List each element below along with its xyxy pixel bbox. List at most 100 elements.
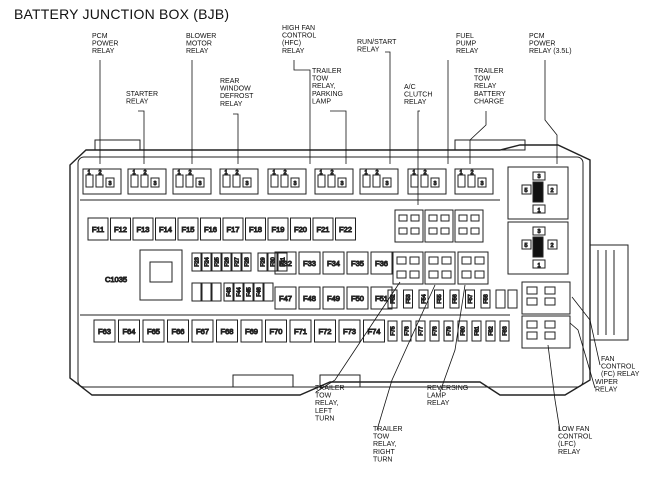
diagram-title: BATTERY JUNCTION BOX (BJB)	[14, 6, 230, 22]
relay-terminal	[532, 204, 546, 214]
fuse-slot	[274, 251, 297, 275]
fuse-label: F51	[375, 294, 388, 303]
fuse-slot	[314, 319, 336, 343]
relay-terminal	[526, 297, 538, 306]
mini-fuse	[223, 282, 234, 302]
fuse-label: F33	[303, 259, 316, 268]
connector-socket	[149, 261, 173, 283]
relay-terminal	[175, 174, 184, 188]
callout-line: FAN	[601, 356, 615, 363]
fuse-label: F52	[391, 294, 397, 303]
fuse-label: F13	[137, 225, 150, 234]
relay-terminal	[290, 177, 300, 188]
relay-pin-label: 2	[550, 243, 553, 249]
relay-terminal	[467, 174, 476, 188]
callout-line: STARTER	[126, 91, 158, 98]
callout-line: MOTOR	[186, 41, 212, 48]
mini-fuse	[415, 320, 426, 342]
relay-terminal	[532, 259, 546, 269]
mini-fuse	[191, 252, 202, 272]
mini-fuse	[418, 289, 429, 309]
relay-terminal	[441, 256, 452, 265]
fuse-slot	[155, 217, 176, 241]
relay-terminal	[372, 174, 381, 188]
relay-terminal	[195, 177, 205, 188]
leader-line	[571, 296, 601, 366]
relay-block	[521, 281, 571, 315]
relay-pin-label: 2	[143, 170, 146, 176]
mini-fuse	[263, 282, 274, 302]
callout-line: CONTROL	[601, 364, 635, 371]
mini-relay	[457, 251, 489, 285]
callout-line: REVERSING	[427, 385, 468, 392]
fuse-slot	[346, 251, 369, 275]
relay-terminal	[526, 286, 538, 295]
relay-pin-label: 3	[537, 174, 540, 180]
relay-pin-label: 1	[132, 170, 135, 176]
fuse-slot	[322, 251, 345, 275]
leader-line	[544, 60, 558, 164]
fuse-slot	[177, 217, 199, 241]
mini-fuse	[429, 320, 440, 342]
callout-line: (HFC)	[282, 40, 301, 47]
fuse-label: F67	[196, 327, 209, 336]
relay-terminal	[396, 256, 407, 265]
housing-outline	[69, 144, 591, 396]
fuse-slot	[338, 319, 361, 343]
mini-relay-body	[454, 168, 494, 195]
fuse-label: F26	[225, 257, 231, 266]
callout-line: RUN/START	[357, 39, 397, 46]
callout-line: PCM	[529, 33, 545, 40]
relay-pin-label: 2	[423, 170, 426, 176]
housing-bottom-tab	[232, 374, 294, 388]
relay-pin-label: 2	[470, 170, 473, 176]
relay-terminal	[410, 174, 419, 188]
callout-line: TOW	[312, 76, 329, 83]
callout-line: POWER	[529, 41, 555, 48]
fuse-label: F55	[437, 294, 443, 303]
relay-pin-label: 3	[108, 181, 111, 187]
mini-relay-body	[267, 168, 307, 195]
fuse-label: F49	[327, 294, 340, 303]
callout-line: POWER	[92, 41, 118, 48]
relay-terminal	[410, 227, 420, 235]
relay-terminal	[270, 174, 279, 188]
fuse-slot	[265, 319, 287, 343]
fuse-label: F19	[272, 225, 285, 234]
fuse-label: F63	[98, 327, 111, 336]
relay-pin-label: 1	[459, 170, 462, 176]
fuse-label: F29	[261, 257, 267, 266]
leader-line	[315, 281, 401, 393]
relay-terminal	[532, 226, 546, 236]
callout-line: DEFROST	[220, 93, 254, 100]
fuse-label: F43	[227, 287, 233, 296]
callout-line: RELAY	[186, 48, 209, 55]
relay-terminal	[526, 320, 538, 329]
fuse-label: F50	[351, 294, 364, 303]
fuse-label: F72	[319, 327, 332, 336]
fuse-label: F64	[123, 327, 136, 336]
relay-pin-label: 1	[364, 170, 367, 176]
callout-line: RELAY	[474, 83, 497, 90]
callout-line: TOW	[474, 76, 491, 83]
fuse-label: F71	[294, 327, 307, 336]
mini-relay-body	[454, 209, 484, 243]
callout-line: RELAY	[92, 48, 115, 55]
mini-relay-body	[457, 251, 489, 285]
relay-terminal	[222, 174, 231, 188]
fuse-label: F48	[303, 294, 316, 303]
relay-pin-label: 1	[537, 208, 540, 214]
large-relay-body	[507, 221, 569, 275]
relay-block	[521, 315, 571, 349]
callout-line: TRAILER	[373, 426, 403, 433]
